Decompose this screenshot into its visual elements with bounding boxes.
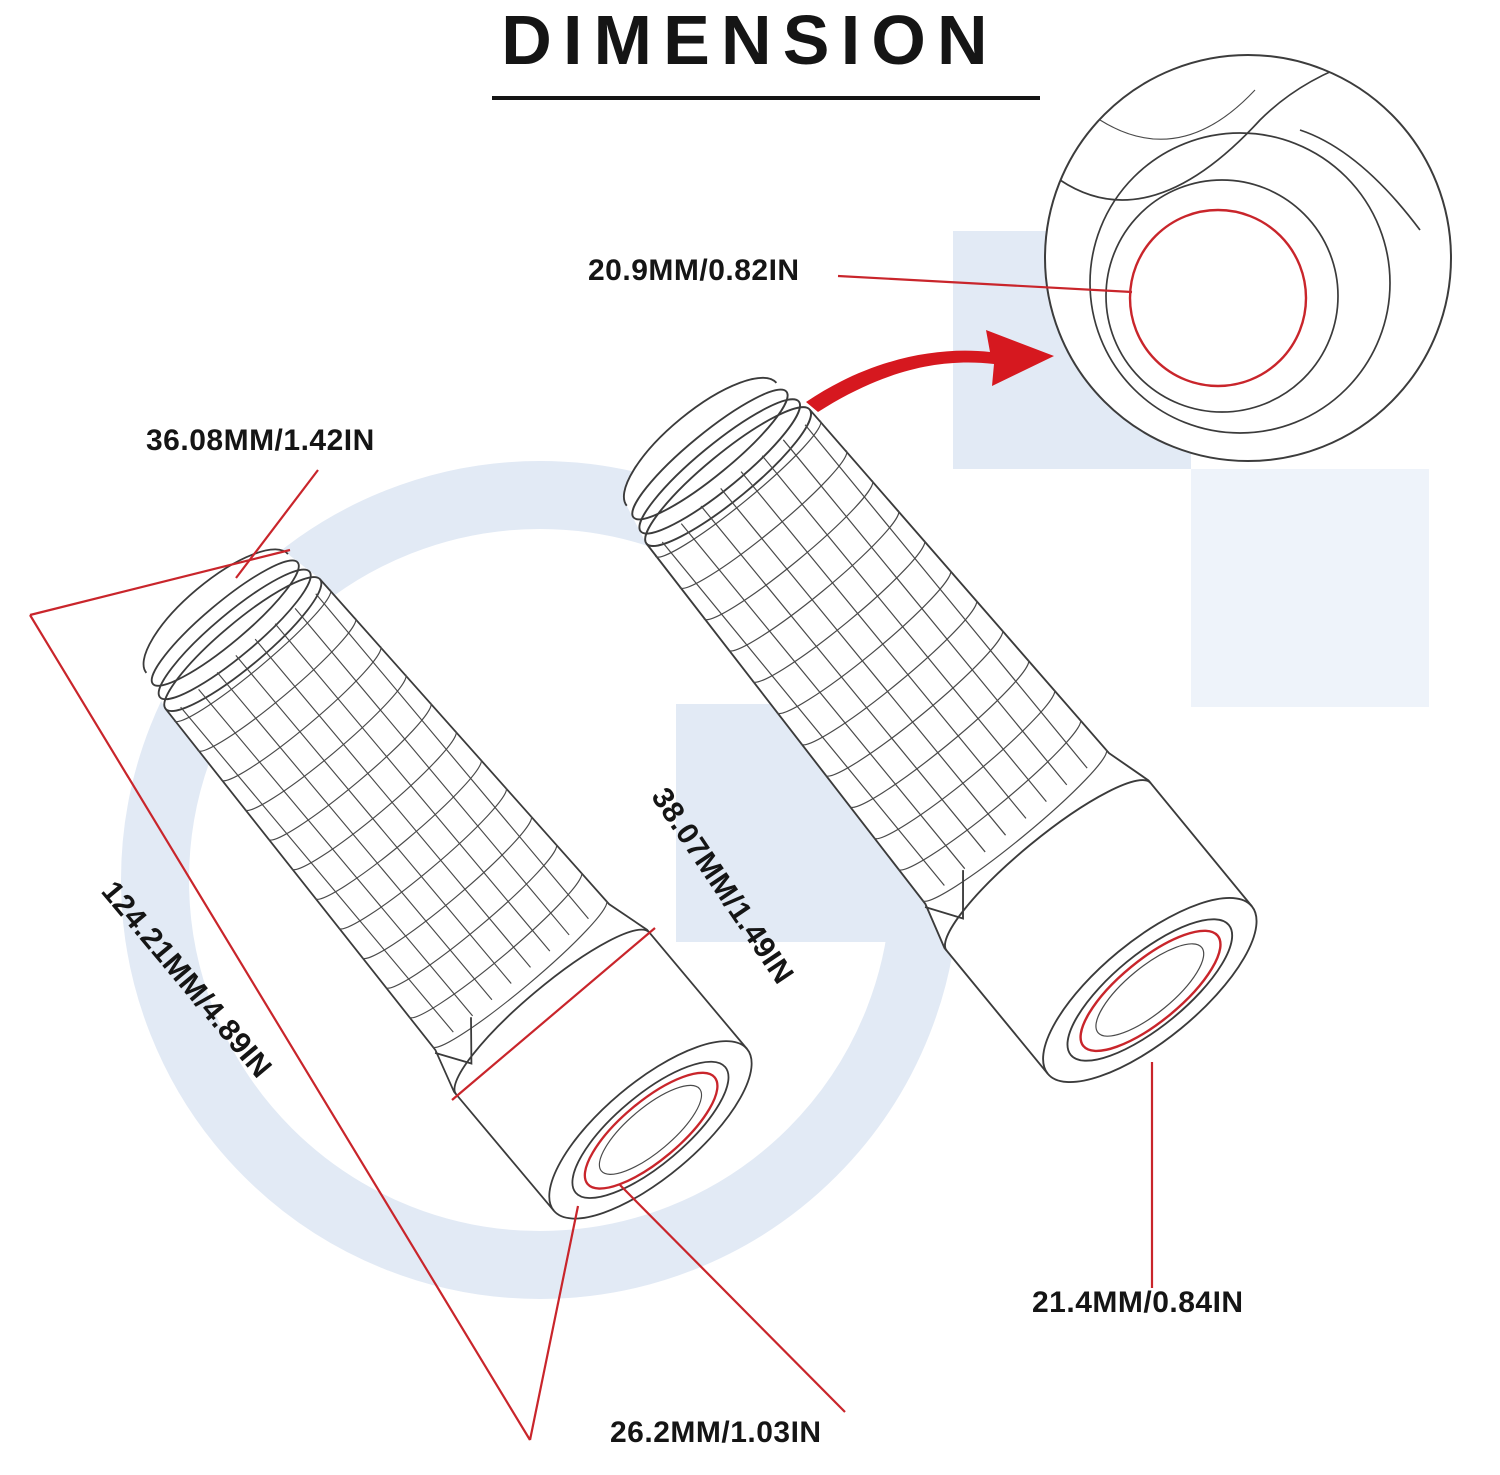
red-arrow [806,330,1054,412]
left-grip-drawing [99,507,779,1249]
dimension-lines [29,274,1154,1441]
zoom-detail-circle [1044,54,1452,462]
dim-label-left-bore: 26.2MM/1.03IN [610,1416,822,1449]
dim-label-right-bore: 21.4MM/0.84IN [1032,1286,1244,1319]
zoom-bore-red-ring [1128,208,1308,388]
title-underline [492,96,1040,100]
dim-label-end-bore: 20.9MM/0.82IN [588,254,800,287]
dim-label-flange-diameter: 36.08MM/1.42IN [146,424,375,457]
page-title: DIMENSION [501,1,999,79]
